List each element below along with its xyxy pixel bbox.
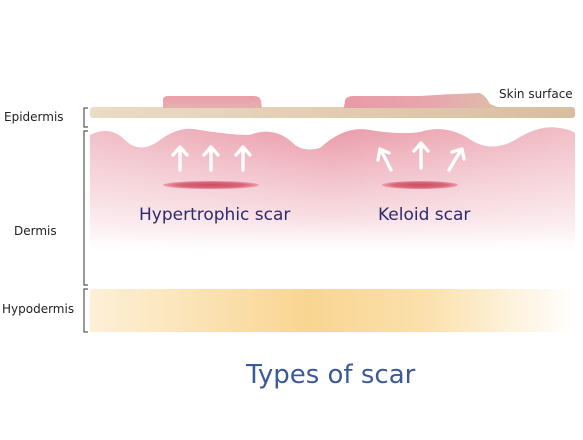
arrow-up-left-icon xyxy=(376,147,393,172)
keloid-raised-bump xyxy=(344,93,500,108)
epidermis-bracket xyxy=(83,107,88,128)
epidermis-band xyxy=(90,107,575,118)
hypertrophic-raised-bump xyxy=(163,96,262,108)
diagram-title: Types of scar xyxy=(246,360,416,390)
arrow-up-right-icon xyxy=(447,147,466,172)
arrow-up-icon xyxy=(202,145,220,172)
arrow-up-icon xyxy=(234,145,252,172)
hypodermis-label: Hypodermis xyxy=(2,302,75,316)
hypertrophic-scar-label: Hypertrophic scar xyxy=(139,205,291,225)
hypertrophic-scar-core xyxy=(163,181,259,189)
dermis-label: Dermis xyxy=(14,224,57,238)
keloid-scar-label: Keloid scar xyxy=(378,205,471,225)
hypodermis-bracket xyxy=(83,288,88,333)
dermis-bracket xyxy=(83,130,88,286)
arrow-up-icon xyxy=(412,141,430,170)
dermis-shade xyxy=(90,125,575,250)
hypodermis-band xyxy=(90,289,575,332)
keloid-scar-core xyxy=(382,181,458,189)
epidermis-label: Epidermis xyxy=(4,110,64,124)
skin-surface-label: Skin surface xyxy=(499,87,573,101)
arrow-up-icon xyxy=(171,145,189,172)
